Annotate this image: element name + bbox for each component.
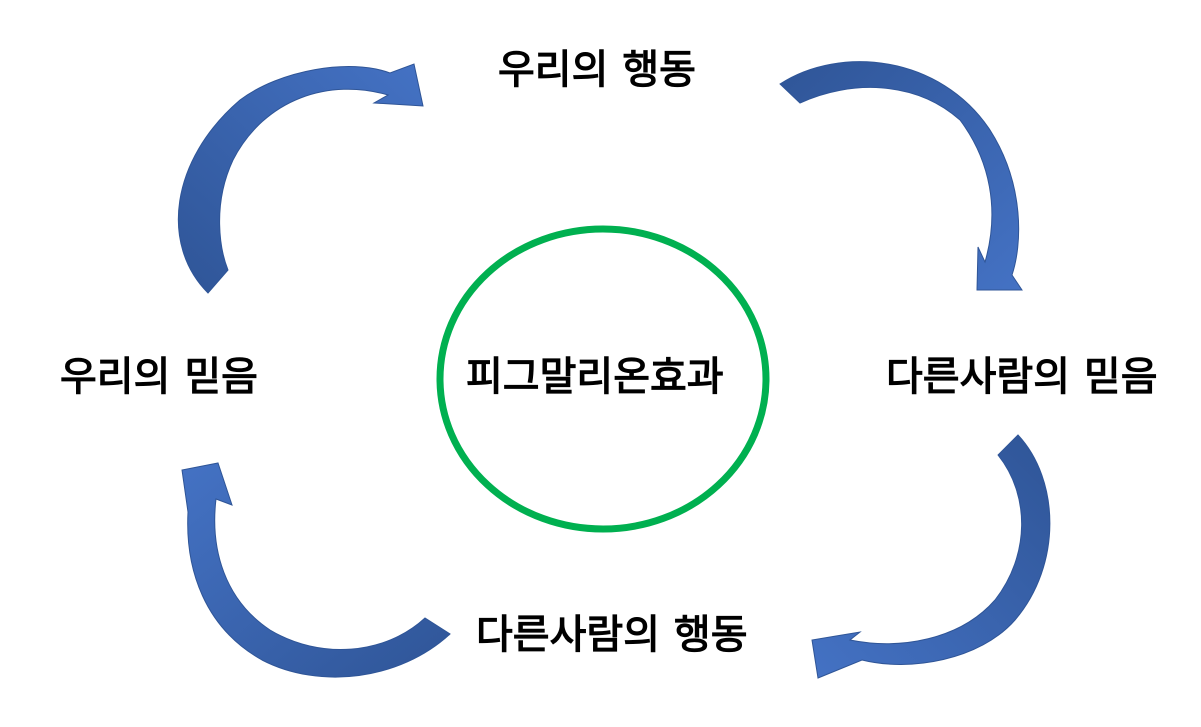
curved-arrow-icon — [177, 63, 424, 294]
node-our-behavior: 우리의 행동 — [498, 47, 696, 93]
node-our-belief: 우리의 믿음 — [60, 354, 258, 400]
circle-icon — [436, 225, 770, 533]
node-others-belief: 다른사람의 믿음 — [886, 354, 1158, 400]
curved-arrow-icon — [811, 434, 1051, 679]
node-others-behavior: 다른사람의 행동 — [476, 612, 748, 658]
center-title: 피그말리온효과 — [466, 354, 724, 400]
curved-arrow-icon — [779, 61, 1023, 291]
curved-arrow-icon — [181, 462, 451, 678]
